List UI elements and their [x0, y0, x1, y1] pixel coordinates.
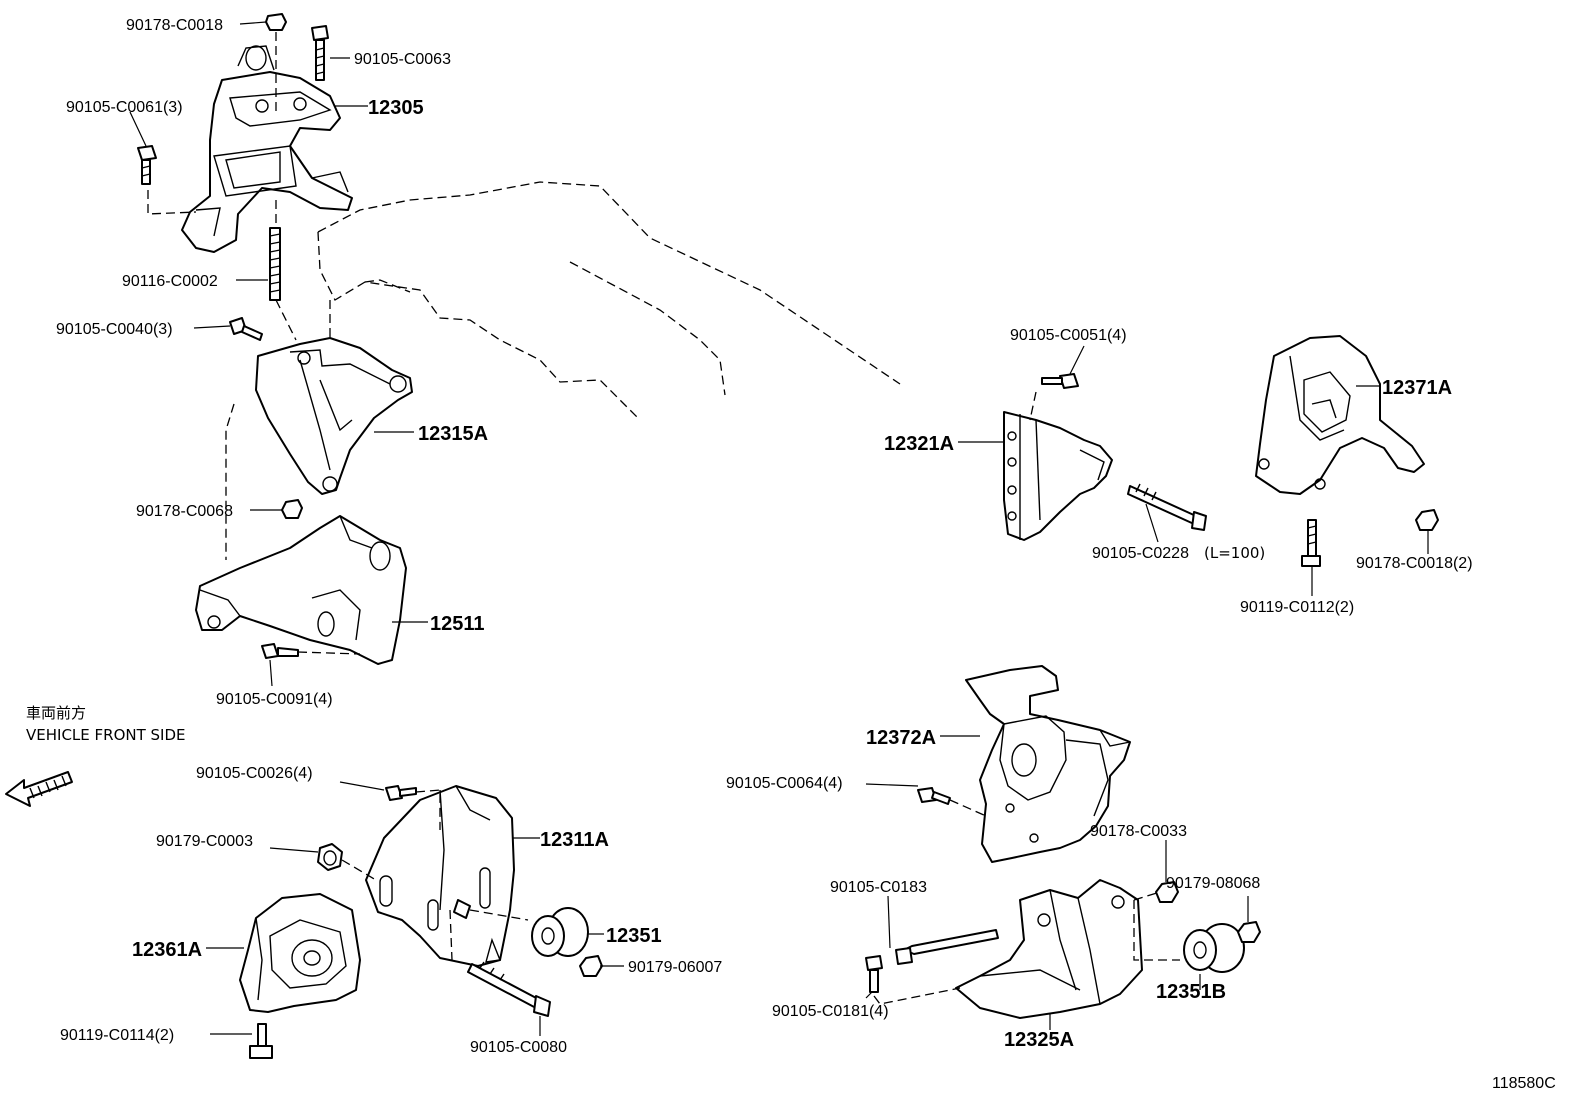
label-90178-C0018-2[interactable]: 90178-C0018(2) [1356, 555, 1473, 572]
label-12305[interactable]: 12305 [368, 97, 424, 119]
bolt-90105-C0181[interactable] [865, 955, 883, 993]
label-90179-06007[interactable]: 90179-06007 [628, 959, 722, 976]
direction-label-jp: 車両前方 [26, 704, 86, 722]
label-12311A[interactable]: 12311A [540, 829, 609, 851]
bolt-90105-C0026[interactable] [385, 785, 417, 801]
label-90105-C0061[interactable]: 90105-C0061(3) [66, 99, 183, 116]
label-90178-C0033[interactable]: 90178-C0033 [1090, 823, 1187, 840]
label-90116-C0002[interactable]: 90116-C0002 [122, 273, 218, 290]
label-12325A[interactable]: 12325A [1004, 1029, 1074, 1051]
engine-block-outline [317, 181, 901, 421]
label-90105-C0040[interactable]: 90105-C0040(3) [56, 321, 173, 338]
bolt-90178-C0018-nut-top[interactable] [265, 13, 287, 31]
bolt-90105-C0061[interactable] [137, 145, 157, 185]
label-90105-C0181[interactable]: 90105-C0181(4) [772, 1003, 889, 1020]
label-90105-C0080[interactable]: 90105-C0080 [470, 1039, 567, 1056]
bolt-90105-C0051[interactable] [1041, 373, 1079, 389]
bolt-90105-C0228[interactable] [1127, 483, 1207, 531]
bushing-12351[interactable] [531, 907, 589, 957]
label-90119-C0114[interactable]: 90119-C0114(2) [60, 1027, 174, 1044]
direction-label-en: VEHICLE FRONT SIDE [26, 726, 186, 744]
bracket-12511[interactable] [195, 515, 407, 665]
label-12361A[interactable]: 12361A [132, 939, 202, 961]
bolt-90105-C0063[interactable] [311, 25, 329, 81]
stud-90119-C0112[interactable] [1301, 519, 1321, 567]
bolt-90105-C0064[interactable] [917, 787, 951, 805]
stud-90116-C0002[interactable] [269, 227, 281, 301]
label-12351B[interactable]: 12351B [1156, 981, 1226, 1003]
label-90179-08068[interactable]: 90179-08068 [1166, 875, 1260, 892]
label-90105-C0183[interactable]: 90105-C0183 [830, 879, 927, 896]
engine-mount-12371A[interactable] [1255, 335, 1425, 495]
label-12371A[interactable]: 12371A [1382, 377, 1452, 399]
label-90178-C0068[interactable]: 90178-C0068 [136, 503, 233, 520]
label-90119-C0112[interactable]: 90119-C0112(2) [1240, 599, 1354, 616]
label-12315A[interactable]: 12315A [418, 423, 488, 445]
label-90105-C0051[interactable]: 90105-C0051(4) [1010, 327, 1127, 344]
engine-mount-12305[interactable] [181, 45, 353, 253]
label-90105-C0228[interactable]: 90105-C0228 [1092, 545, 1189, 562]
bushing-12351B[interactable] [1183, 923, 1245, 973]
label-90105-C0064[interactable]: 90105-C0064(4) [726, 775, 843, 792]
bracket-12321A[interactable] [1003, 411, 1113, 541]
leader-lines [129, 21, 1429, 1036]
label-12351[interactable]: 12351 [606, 925, 662, 947]
label-90105-C0228-length: (L=100) [1204, 544, 1265, 562]
bolt-90105-C0183[interactable] [895, 929, 999, 965]
figure-id: 118580C [1492, 1075, 1556, 1092]
nut-90179-C0003[interactable] [317, 843, 343, 871]
bolt-90105-C0040[interactable] [229, 317, 263, 341]
engine-mount-12372A[interactable] [965, 665, 1131, 863]
label-12321A[interactable]: 12321A [884, 433, 954, 455]
label-12372A[interactable]: 12372A [866, 727, 936, 749]
label-90178-C0018[interactable]: 90178-C0018 [126, 17, 223, 34]
stud-90119-C0114[interactable] [249, 1023, 273, 1059]
engine-mount-12361A[interactable] [239, 893, 361, 1013]
bolt-90105-C0080[interactable] [467, 961, 551, 1017]
bracket-12311A[interactable] [365, 785, 515, 967]
nut-90179-06007[interactable] [579, 955, 603, 977]
label-90105-C0091[interactable]: 90105-C0091(4) [216, 691, 333, 708]
nut-90178-C0018-right[interactable] [1415, 509, 1439, 531]
label-90179-C0003[interactable]: 90179-C0003 [156, 833, 253, 850]
bolt-90105-C0091[interactable] [261, 643, 299, 659]
label-90105-C0063[interactable]: 90105-C0063 [354, 51, 451, 68]
bracket-12325A[interactable] [955, 879, 1143, 1019]
label-90105-C0026[interactable]: 90105-C0026(4) [196, 765, 313, 782]
nut-90178-C0033[interactable] [1155, 881, 1179, 903]
vehicle-front-arrow-icon [5, 771, 73, 807]
bracket-12315A[interactable] [255, 337, 413, 495]
nut-90179-08068[interactable] [1237, 921, 1261, 943]
nut-90178-C0068[interactable] [281, 499, 303, 519]
label-12511[interactable]: 12511 [430, 613, 485, 635]
